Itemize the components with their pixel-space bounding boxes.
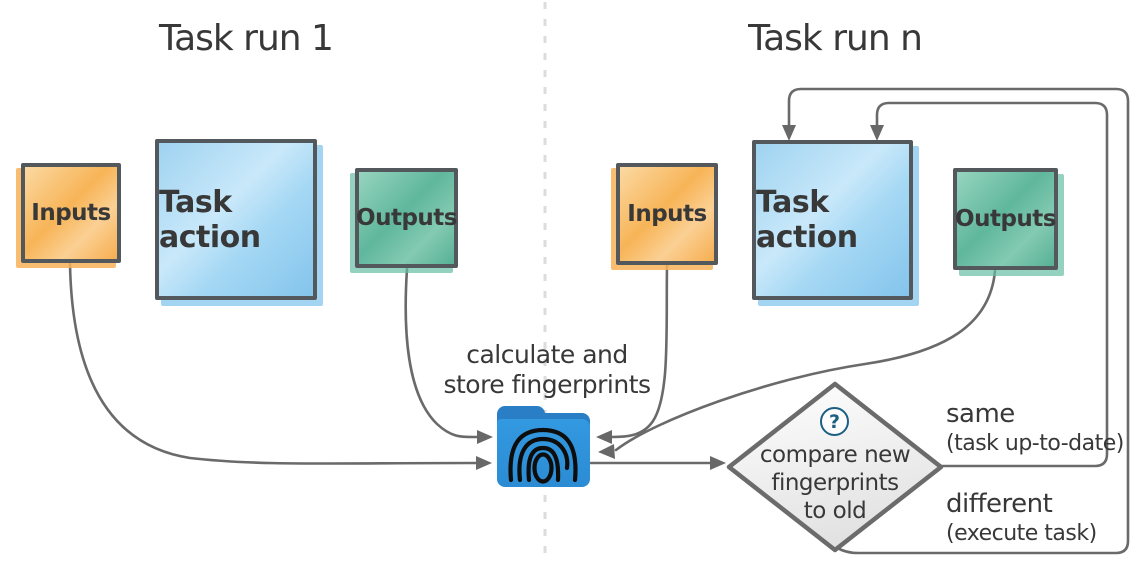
runn-title: Task run n (748, 18, 923, 59)
arrowhead-runn-inputs (596, 430, 612, 444)
run1-title: Task run 1 (159, 18, 334, 59)
arrowhead-runn-outputs (598, 444, 615, 459)
question-mark-icon: ? (820, 407, 849, 436)
decision-line3: to old (803, 498, 867, 524)
same-label: same (946, 399, 1015, 429)
same-outcome: same (task up-to-date) (946, 398, 1124, 457)
decision-line1: compare new (759, 442, 911, 468)
runn-inputs-box: Inputs (616, 163, 718, 265)
different-outcome: different (execute task) (946, 488, 1097, 547)
same-note: (task up-to-date) (946, 431, 1124, 456)
fingerprint-glyph (508, 427, 578, 484)
connector-same-loop (875, 101, 1109, 468)
runn-task-action-box: Task action (752, 140, 913, 300)
store-caption: calculate and store fingerprints (437, 340, 657, 400)
store-caption-line1: calculate and (466, 340, 628, 369)
arrowhead-run1-inputs (476, 456, 492, 470)
connector-runn-inputs-to-store (610, 263, 669, 439)
run1-inputs-box: Inputs (21, 163, 121, 263)
decision-label: compare new fingerprints to old (744, 441, 926, 525)
arrowhead-same-loop (870, 125, 884, 141)
run1-outputs-box: Outputs (355, 168, 458, 268)
different-label: different (946, 489, 1053, 519)
connector-run1-inputs-to-store (68, 262, 478, 465)
decision-diamond (726, 381, 944, 553)
connector-run1-outputs-to-store (404, 267, 479, 439)
arrowhead-different-loop (782, 125, 796, 141)
runn-outputs-box: Outputs (953, 168, 1058, 270)
run1-task-action-box: Task action (155, 139, 317, 300)
fingerprint-folder-icon (497, 406, 590, 487)
decision-line2: fingerprints (771, 470, 899, 496)
connector-runn-outputs-to-store (614, 269, 997, 452)
different-note: (execute task) (946, 521, 1097, 546)
arrowhead-store-to-decision (710, 456, 726, 470)
arrowhead-run1-outputs (477, 430, 493, 444)
connector-different-loop (787, 87, 1130, 555)
store-caption-line2: store fingerprints (443, 370, 651, 399)
